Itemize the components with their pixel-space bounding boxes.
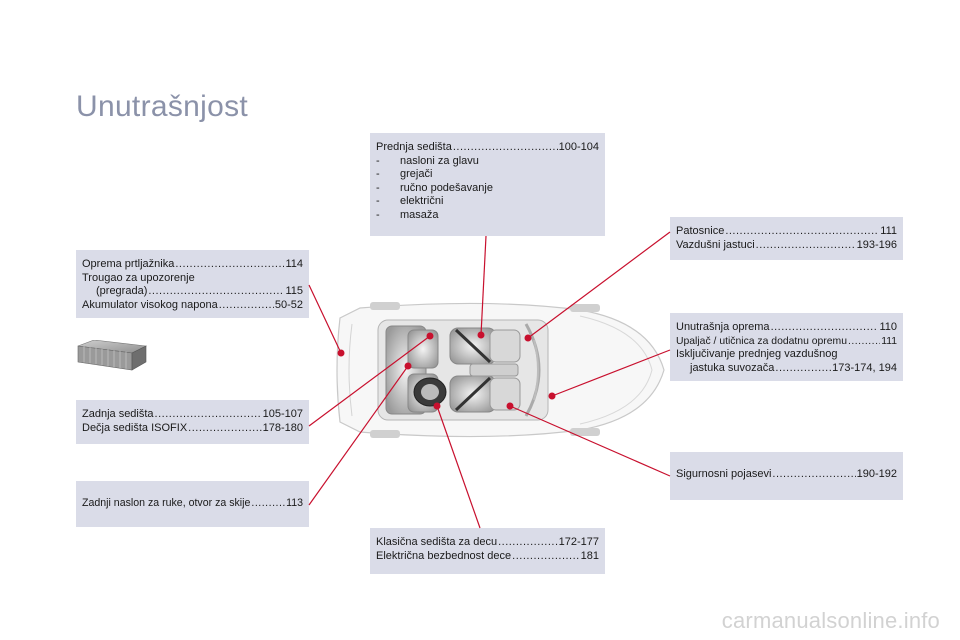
battery-illustration <box>77 340 148 371</box>
index-row: Dečja sedišta ISOFIX 178-180 <box>82 422 303 436</box>
index-row: Vazdušni jastuci 193-196 <box>676 239 897 253</box>
child-seats-box: Klasična sedišta za decu 172-177 Elektri… <box>370 528 605 574</box>
page-ref[interactable]: 178-180 <box>262 421 303 434</box>
front-seats-box: Prednja sedišta 100-104 -nasloni za glav… <box>370 133 605 236</box>
index-row: Trougao za upozorenje <box>82 271 195 284</box>
index-row: Unutrašnja oprema 110 <box>676 321 897 335</box>
list-item: -masaža <box>376 208 439 221</box>
page-ref[interactable]: 111 <box>880 225 897 237</box>
car-top-view-illustration <box>336 302 665 438</box>
rear-armrest-box: Zadnji naslon za ruke, otvor za skije 11… <box>76 481 309 527</box>
page-ref[interactable]: 110 <box>879 321 897 333</box>
list-item: -ručno podešavanje <box>376 181 493 194</box>
floor-airbags-box: Patosnice 111 Vazdušni jastuci 193-196 <box>670 217 903 260</box>
list-item: -nasloni za glavu <box>376 154 479 167</box>
list-item: -grejači <box>376 168 433 180</box>
interior-equipment-box: Unutrašnja oprema 110 Upaljač / utičnica… <box>670 313 903 381</box>
rear-seats-box: Zadnja sedišta 105-107 Dečja sedišta ISO… <box>76 400 309 444</box>
index-row: Isključivanje prednjeg vazdušnog <box>676 348 838 360</box>
page-ref[interactable]: 172-177 <box>558 536 599 548</box>
index-row: (pregrada) 115 <box>82 285 303 299</box>
index-row: Upaljač / utičnica za dodatnu opremu 111 <box>676 335 897 349</box>
list-item: -električni <box>376 195 444 207</box>
page-ref[interactable]: 193-196 <box>856 238 897 251</box>
page-ref[interactable]: 173-174, 194 <box>832 361 897 374</box>
index-row: Zadnja sedišta 105-107 <box>82 408 303 422</box>
front-seats-label: Prednja sedišta <box>376 141 452 153</box>
page-ref[interactable]: 190-192 <box>856 468 897 480</box>
page-ref[interactable]: 50-52 <box>274 298 303 311</box>
page-ref[interactable]: 114 <box>285 258 303 270</box>
watermark: carmanualsonline.info <box>721 608 940 633</box>
index-row: Patosnice 111 <box>676 225 897 239</box>
index-row: jastuka suvozača 173-174, 194 <box>676 362 897 376</box>
index-row: Električna bezbednost dece 181 <box>376 550 599 564</box>
page-title: Unutrašnjost <box>76 90 249 123</box>
index-row: Klasična sedišta za decu 172-177 <box>376 536 599 550</box>
index-row: Zadnji naslon za ruke, otvor za skije 11… <box>82 497 303 511</box>
index-row: Akumulator visokog napona 50-52 <box>82 299 303 313</box>
index-row: Sigurnosni pojasevi 190-192 <box>676 468 897 482</box>
boot-equipment-box: Oprema prtljažnika 114 Trougao za upozor… <box>76 250 309 318</box>
front-seats-pages[interactable]: 100-104 <box>558 141 599 153</box>
page-ref[interactable]: 113 <box>286 497 303 509</box>
dot-leader <box>453 141 558 155</box>
page-ref[interactable]: 105-107 <box>262 408 303 420</box>
front-seats-heading: Prednja sedišta 100-104 <box>376 141 599 155</box>
page-ref[interactable]: 181 <box>580 549 599 562</box>
page-ref[interactable]: 115 <box>285 285 303 297</box>
index-row: Oprema prtljažnika 114 <box>82 258 303 272</box>
page-ref[interactable]: 111 <box>881 335 897 347</box>
seat-belts-box: Sigurnosni pojasevi 190-192 <box>670 452 903 500</box>
